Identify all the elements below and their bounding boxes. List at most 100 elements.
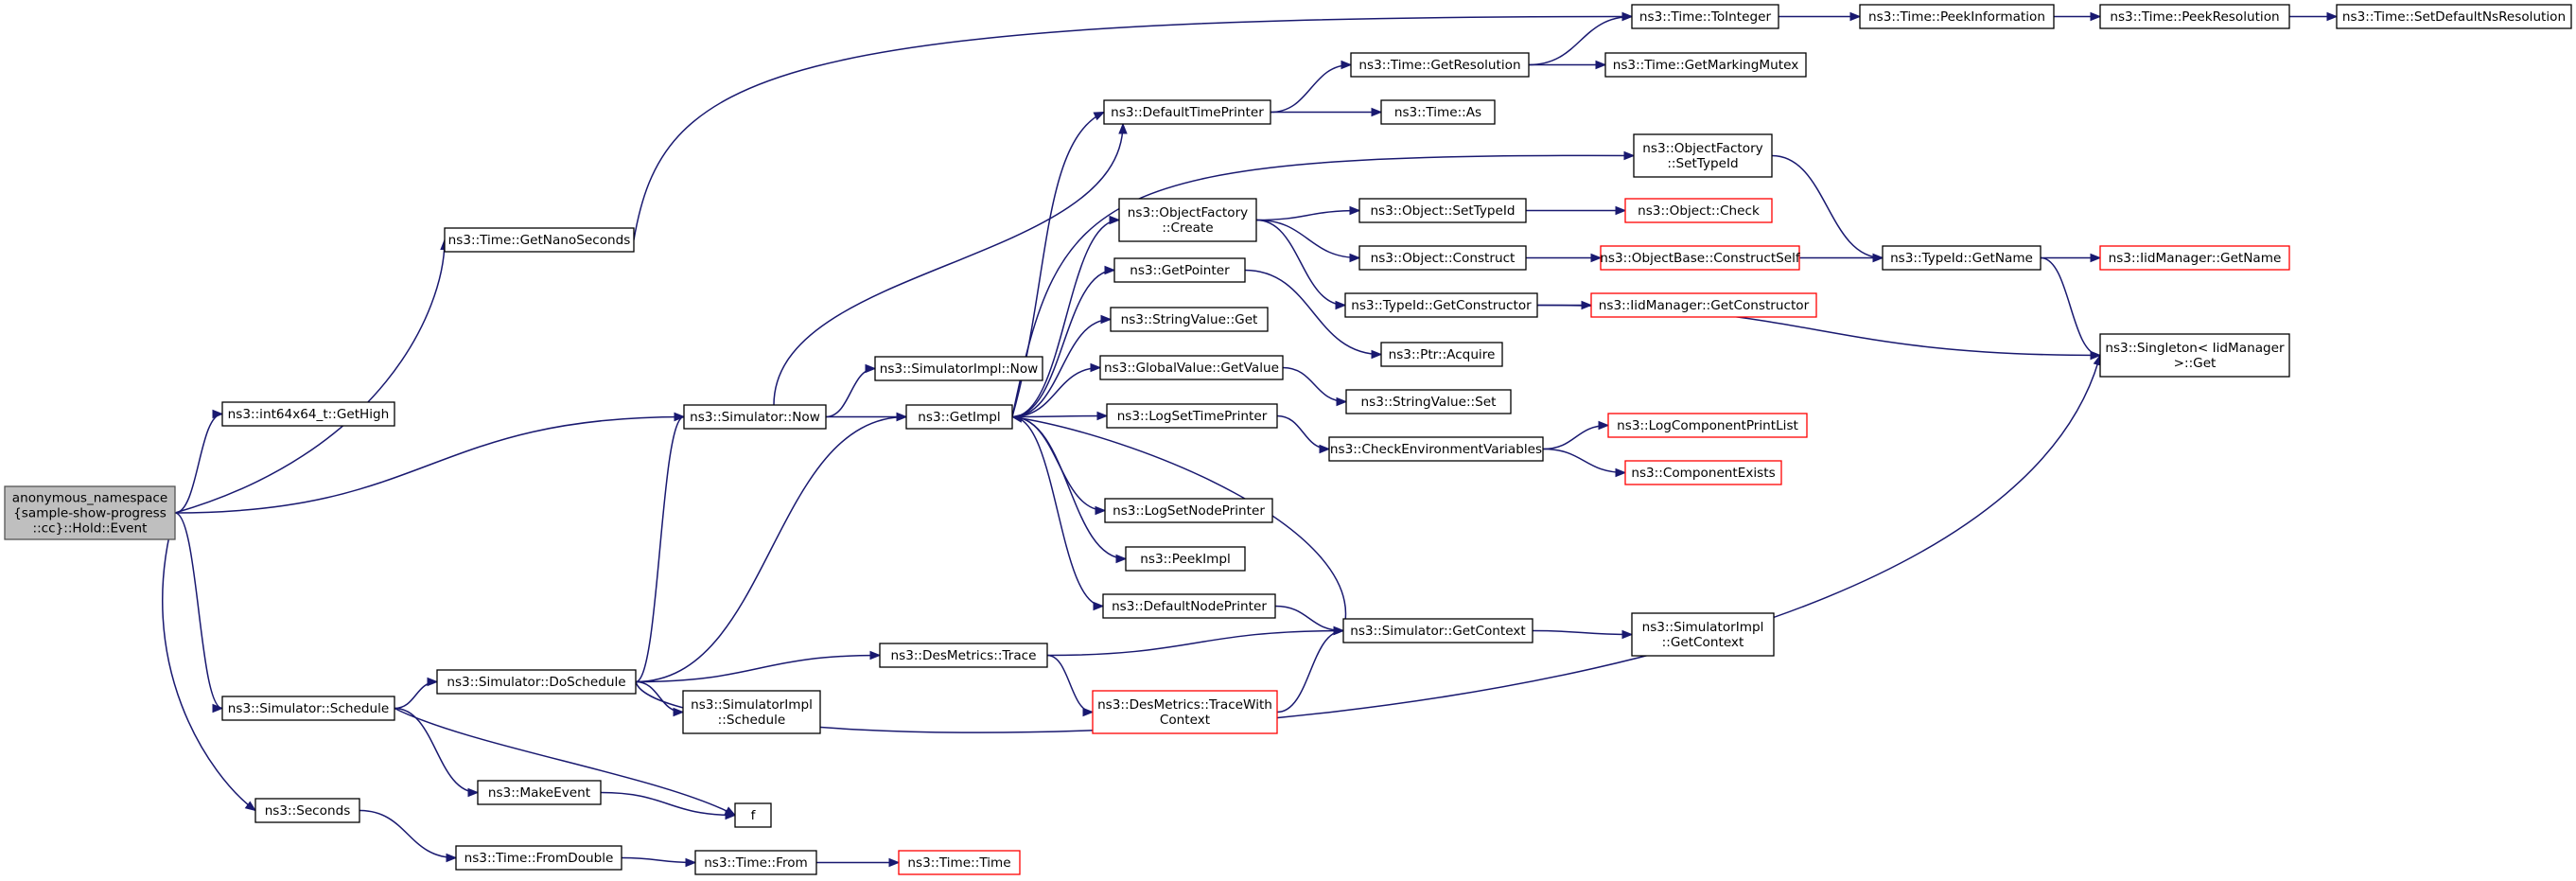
node-box <box>1590 292 1817 318</box>
node-timefrom[interactable]: ns3::Time::From <box>694 850 817 875</box>
node-typeidgetname[interactable]: ns3::TypeId::GetName <box>1882 245 2042 271</box>
node-objectconstruct[interactable]: ns3::Object::Construct <box>1358 245 1527 271</box>
edge-root-to-getnanoseconds <box>174 238 449 514</box>
node-peekinformation[interactable]: ns3::Time::PeekInformation <box>1859 4 2055 29</box>
node-iidgetconstructor[interactable]: ns3::IidManager::GetConstructor <box>1590 292 1817 318</box>
node-label: ns3::Time::From <box>704 855 808 871</box>
edge-line <box>635 680 684 714</box>
edge-arrowhead <box>1623 150 1636 161</box>
node-simimplgetcontext[interactable]: ns3::SimulatorImpl::GetContext <box>1631 612 1775 657</box>
node-getnanoseconds[interactable]: ns3::Time::GetNanoSeconds <box>444 227 635 253</box>
node-componentexists[interactable]: ns3::ComponentExists <box>1624 460 1782 485</box>
edge-arrowhead <box>1095 505 1107 516</box>
node-simimplschedule[interactable]: ns3::SimulatorImpl::Schedule <box>682 690 821 734</box>
node-globalvaluegetvalue[interactable]: ns3::GlobalValue::GetValue <box>1099 355 1284 380</box>
node-box <box>1380 342 1503 367</box>
edge-arrowhead <box>244 801 257 812</box>
node-fromdouble[interactable]: ns3::Time::FromDouble <box>455 845 622 871</box>
edge-line <box>635 415 685 683</box>
edge-arrowhead <box>673 707 685 717</box>
edge-seconds-to-fromdouble <box>359 809 458 863</box>
node-constructself[interactable]: ns3::ObjectBase::ConstructSelf <box>1600 245 1801 271</box>
node-getimpl[interactable]: ns3::GetImpl <box>905 404 1013 430</box>
edge-arrowhead <box>1336 396 1348 407</box>
node-seconds[interactable]: ns3::Seconds <box>254 798 360 823</box>
node-logsettimeprinter[interactable]: ns3::LogSetTimePrinter <box>1106 403 1278 429</box>
node-box <box>1110 307 1269 332</box>
node-simulatornow[interactable]: ns3::Simulator::Now <box>683 404 827 430</box>
node-box <box>879 643 1048 668</box>
node-doschedule[interactable]: ns3::Simulator::DoSchedule <box>436 669 637 695</box>
node-getmarkingmutex[interactable]: ns3::Time::GetMarkingMutex <box>1604 52 1807 78</box>
node-peekimpl[interactable]: ns3::PeekImpl <box>1125 546 1246 572</box>
node-setdefaultnsresolution[interactable]: ns3::Time::SetDefaultNsResolution <box>2336 4 2572 29</box>
node-objectsettypeid[interactable]: ns3::Object::SetTypeId <box>1358 198 1527 223</box>
node-box <box>1125 546 1246 572</box>
edge-arrowhead <box>1621 629 1634 640</box>
node-stringvalueget[interactable]: ns3::StringValue::Get <box>1110 307 1269 332</box>
node-tointeger[interactable]: ns3::Time::ToInteger <box>1631 4 1779 29</box>
edge-line <box>174 415 685 514</box>
node-box <box>1106 403 1278 429</box>
node-root[interactable]: anonymous_namespace{sample-show-progress… <box>4 485 176 540</box>
node-label: ns3::IidManager::GetConstructor <box>1599 298 1810 313</box>
edge-line <box>1011 414 1108 418</box>
edge-arrowhead <box>467 787 480 798</box>
node-ofsettypeid[interactable]: ns3::ObjectFactory::SetTypeId <box>1633 133 1773 178</box>
edge-getimpl-to-logsetnodeprinter <box>1011 415 1107 516</box>
edge-simulatornow-to-defaulttimeprinter <box>773 122 1128 406</box>
node-ptracquire[interactable]: ns3::Ptr::Acquire <box>1380 342 1503 367</box>
node-defaulttimeprinter[interactable]: ns3::DefaultTimePrinter <box>1103 99 1271 125</box>
edge-getimpl-to-getpointer <box>1011 265 1116 418</box>
node-logcomponentprintlist[interactable]: ns3::LogComponentPrintList <box>1607 413 1808 438</box>
node-makeevent[interactable]: ns3::MakeEvent <box>477 780 602 805</box>
edge-makeevent-to-f <box>600 791 737 820</box>
node-timetime[interactable]: ns3::Time::Time <box>898 850 1021 875</box>
edge-line <box>1255 209 1360 221</box>
edge-arrowhead <box>1109 215 1121 225</box>
node-label: ns3::Time::ToInteger <box>1639 9 1772 25</box>
node-box <box>683 404 827 430</box>
node-simulatorimplnow[interactable]: ns3::SimulatorImpl::Now <box>874 356 1043 381</box>
edge-arrowhead <box>1595 60 1607 70</box>
node-simulatorgetcontext[interactable]: ns3::Simulator::GetContext <box>1342 618 1533 643</box>
edge-arrowhead <box>1118 122 1128 134</box>
node-peekresolution[interactable]: ns3::Time::PeekResolution <box>2099 4 2290 29</box>
edge-arrowhead <box>2326 11 2339 22</box>
node-singletonget[interactable]: ns3::Singleton< IidManager >::Get <box>2099 333 2290 378</box>
edge-arrowhead <box>1335 300 1347 310</box>
node-label: ns3::DefaultTimePrinter <box>1111 105 1264 120</box>
node-f[interactable]: f <box>734 802 772 828</box>
edge-doschedule-to-desmetricstrace <box>635 650 882 683</box>
node-desmetricstrace[interactable]: ns3::DesMetrics::Trace <box>879 643 1048 668</box>
node-stringvalueset[interactable]: ns3::StringValue::Set <box>1345 389 1512 414</box>
edge-defaulttimeprinter-to-getresolution <box>1270 60 1353 114</box>
node-iidgetname[interactable]: ns3::IidManager::GetName <box>2099 245 2290 271</box>
node-timeas[interactable]: ns3::Time::As <box>1380 99 1496 125</box>
node-getpointer[interactable]: ns3::GetPointer <box>1113 257 1246 283</box>
node-getresolution[interactable]: ns3::Time::GetResolution <box>1350 52 1530 78</box>
node-box <box>1328 436 1544 462</box>
edge-line <box>359 809 457 859</box>
node-checkenvvars[interactable]: ns3::CheckEnvironmentVariables <box>1328 436 1544 462</box>
edge-line <box>635 654 881 683</box>
node-label: ns3::StringValue::Set <box>1361 395 1497 410</box>
edge-arrowhead <box>1333 626 1345 636</box>
edge-line <box>1244 269 1382 356</box>
edge-doschedule-to-simulatornow <box>635 412 686 683</box>
node-objectcheck[interactable]: ns3::Object::Check <box>1624 198 1773 223</box>
node-box <box>1624 460 1782 485</box>
node-simulatorschedule[interactable]: ns3::Simulator::Schedule <box>221 696 395 721</box>
node-int64gethigh[interactable]: ns3::int64x64_t::GetHigh <box>221 401 395 427</box>
node-logsetnodeprinter[interactable]: ns3::LogSetNodePrinter <box>1104 498 1273 523</box>
node-defaultnodeprinter[interactable]: ns3::DefaultNodePrinter <box>1102 593 1276 619</box>
node-typeidgetconstructor[interactable]: ns3::TypeId::GetConstructor <box>1344 292 1538 318</box>
edge-line <box>1274 605 1344 632</box>
node-box <box>2336 4 2572 29</box>
node-ofcreate[interactable]: ns3::ObjectFactory::Create <box>1118 198 1257 242</box>
edge-line <box>633 15 1633 240</box>
edge-timefrom-to-timetime <box>815 857 901 868</box>
node-box <box>1092 690 1278 734</box>
edge-arrowhead <box>427 677 439 687</box>
